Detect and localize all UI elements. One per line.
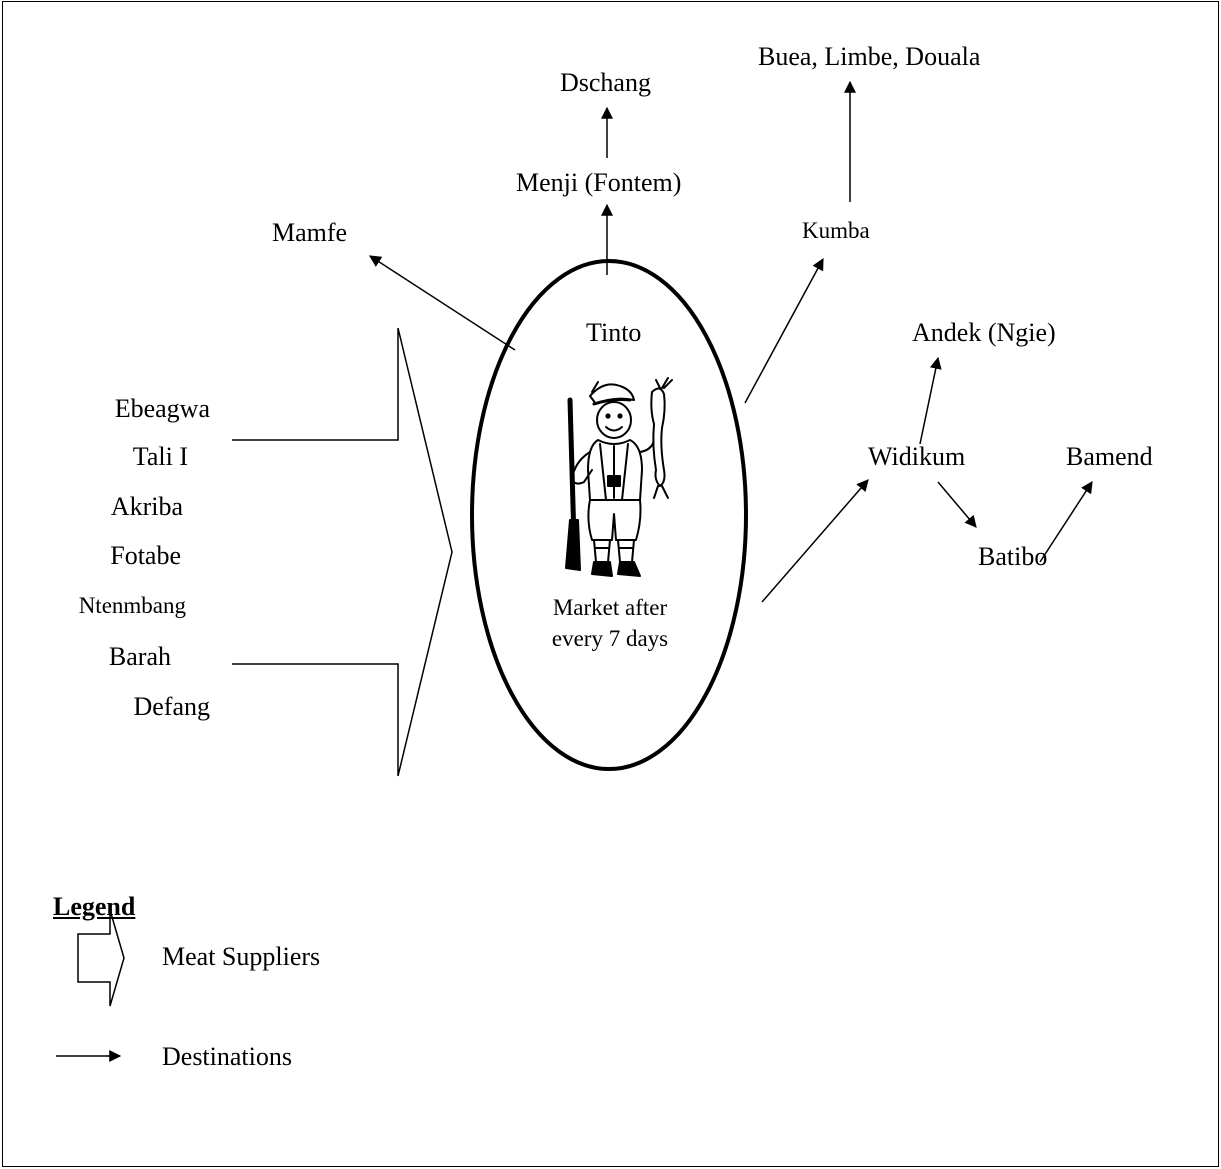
hub-title: Tinto <box>586 318 642 347</box>
supplier-barah: Barah <box>108 642 171 671</box>
label-mamfe: Mamfe <box>272 218 348 247</box>
tinto-market-ellipse <box>470 259 748 771</box>
label-andek-ngie: Andek (Ngie) <box>912 318 1056 347</box>
label-menji-fontem: Menji (Fontem) <box>516 168 682 197</box>
arrow-to-kumba <box>744 257 824 404</box>
hunter-illustration <box>565 377 673 577</box>
supplier-ntenmbang: Ntenmbang <box>78 593 186 618</box>
market-schedule-note: Market after every 7 days <box>551 595 669 651</box>
arrow-to-widikum <box>761 479 869 603</box>
supplier-ebeagwa: Ebeagwa <box>114 394 210 423</box>
arrow-to-andek <box>919 356 942 445</box>
label-dschang: Dschang <box>560 68 651 97</box>
arrow-to-batibo <box>937 481 977 528</box>
legend-title: Legend <box>53 892 136 921</box>
label-batibo: Batibo <box>978 542 1048 571</box>
legend-meat-suppliers-label: Meat Suppliers <box>162 942 321 971</box>
legend-destinations-label: Destinations <box>162 1042 292 1071</box>
supplier-defang: Defang <box>133 692 210 721</box>
label-buea-limbe-douala: Buea, Limbe, Douala <box>758 42 981 71</box>
legend-block-arrow-icon <box>77 909 125 1007</box>
arrow-to-bamend <box>1039 480 1093 563</box>
supplier-akriba: Akriba <box>110 492 183 521</box>
supplier-fotabe: Fotabe <box>110 541 181 570</box>
arrow-to-mamfe <box>368 255 516 351</box>
supplier-block-arrow <box>232 327 453 777</box>
label-bamend: Bamend <box>1066 442 1153 471</box>
label-widikum: Widikum <box>868 442 966 471</box>
label-kumba: Kumba <box>802 218 870 243</box>
supplier-tali-i: Tali I <box>132 442 188 471</box>
